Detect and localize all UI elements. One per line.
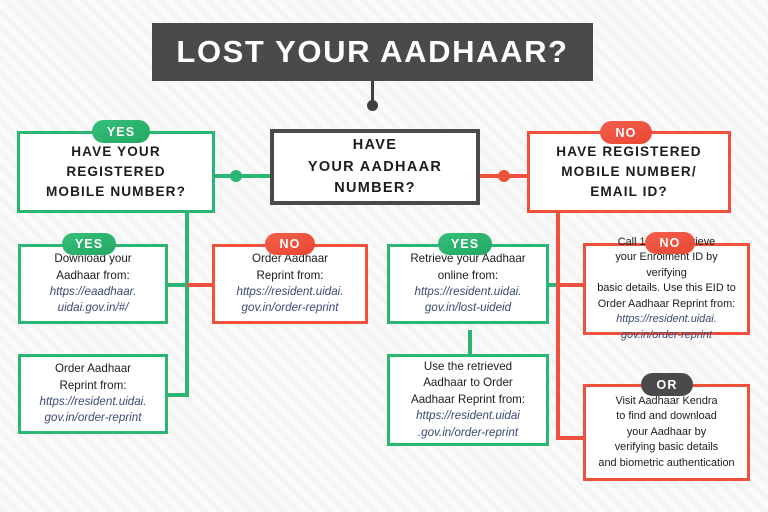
badge-left-no-label: NO [279,237,301,251]
node-mid-use-retrieved[interactable]: Use the retrieved Aadhaar to Order Aadha… [387,354,549,446]
node-right-branch-line2: MOBILE NUMBER/ [561,164,697,180]
connector-right-to-nobox [556,283,584,287]
node-root-line3: NUMBER? [334,179,416,196]
badge-left-yes: YES [62,233,116,255]
node-right-branch-line3: EMAIL ID? [590,183,668,199]
connector-title-stem [371,81,374,104]
node-right-visit-kendra[interactable]: Visit Aadhaar Kendra to find and downloa… [583,384,750,481]
node-right-or-line5: and biometric authentication [598,456,735,469]
node-mid-retrieve-line1: Retrieve your Aadhaar [410,252,526,266]
connector-root-right-dot [498,170,510,182]
badge-right-or: OR [641,373,693,396]
badge-right-branch-no: NO [600,121,652,144]
node-root-question[interactable]: HAVE YOUR AADHAAR NUMBER? [270,129,480,205]
node-left-order-url-line2[interactable]: gov.in/order-reprint [44,411,142,425]
node-mid-use-url-line1[interactable]: https://resident.uidai [416,409,520,423]
connector-left-to-orderbox [166,393,189,397]
node-left-no-url-line2[interactable]: gov.in/order-reprint [241,301,339,315]
node-right-or-line4: verifying basic details [614,441,719,454]
connector-right-trunk-vert [556,212,560,440]
node-right-no-url-line1[interactable]: https://resident.uidai. [616,313,717,326]
node-mid-use-line3: Aadhaar Reprint from: [410,392,526,406]
badge-mid-yes-label: YES [450,237,480,251]
node-right-or-line1: Visit Aadhaar Kendra [615,394,718,407]
badge-left-no: NO [265,233,315,255]
node-left-branch-line2: REGISTERED [66,164,166,180]
node-left-branch-line3: MOBILE NUMBER? [45,183,186,199]
node-left-order-line1: Order Aadhaar [54,362,132,376]
badge-right-or-label: OR [656,377,678,392]
node-left-no-order-reprint[interactable]: Order Aadhaar Reprint from: https://resi… [212,244,368,324]
node-mid-retrieve-url-line1[interactable]: https://resident.uidai. [414,285,522,298]
badge-left-branch-yes-label: YES [106,124,136,139]
node-left-order-line2: Reprint from: [59,378,127,392]
node-mid-use-line2: Aadhaar to Order [423,376,513,390]
badge-right-no: NO [645,232,695,254]
node-left-no-line1: Order Aadhaar [251,252,329,266]
node-right-call-1947[interactable]: Call 1947 to retrieve your Enrolment ID … [583,236,750,341]
page-title: LOST YOUR AADHAAR? [152,23,593,81]
connector-left-trunk-vert [185,212,189,397]
node-left-download-url-line2[interactable]: uidai.gov.in/#/ [57,301,129,315]
badge-mid-yes: YES [438,233,492,255]
node-mid-retrieve-online[interactable]: Retrieve your Aadhaar online from: https… [387,244,549,324]
node-right-no-line2: your Enrolment ID by verifying [615,251,718,279]
connector-left-to-nobox [187,283,212,287]
node-left-download-url-line1[interactable]: https://eaadhaar. [49,285,137,298]
connector-root-left-dot [230,170,242,182]
node-left-branch-question[interactable]: HAVE YOUR REGISTERED MOBILE NUMBER? [17,131,215,213]
node-left-download-line1: Download your [54,252,132,266]
node-left-no-url-line1[interactable]: https://resident.uidai. [236,285,344,298]
node-right-no-line4: Order Aadhaar Reprint from: [597,297,736,310]
node-right-or-line3: your Aadhaar by [626,425,707,438]
page-title-text: LOST YOUR AADHAAR? [176,34,569,69]
badge-left-yes-label: YES [74,237,104,251]
node-left-order-url-line1[interactable]: https://resident.uidai. [39,395,147,408]
node-mid-use-url-line2[interactable]: .gov.in/order-reprint [417,425,519,439]
node-right-no-line3: basic details. Use this EID to [597,282,736,295]
node-left-order-reprint[interactable]: Order Aadhaar Reprint from: https://resi… [18,354,168,434]
node-right-or-line2: to find and download [616,410,717,423]
node-left-download[interactable]: Download your Aadhaar from: https://eaad… [18,244,168,324]
badge-right-no-label: NO [659,236,681,250]
node-mid-use-line1: Use the retrieved [423,359,513,373]
node-left-branch-line1: HAVE YOUR [71,144,161,160]
connector-mid-yes-down [468,330,472,354]
node-root-line2: YOUR AADHAAR [307,158,443,175]
badge-left-branch-yes: YES [92,120,150,143]
node-mid-retrieve-line2: online from: [437,268,499,282]
node-mid-retrieve-url-line2[interactable]: gov.in/lost-uideid [424,301,512,315]
node-left-no-line2: Reprint from: [256,268,324,282]
connector-right-to-orbox [556,436,584,440]
node-right-branch-line1: HAVE REGISTERED [556,144,702,160]
connector-title-dot [367,100,378,111]
badge-right-branch-no-label: NO [615,125,637,140]
node-right-no-url-line2[interactable]: gov.in/order-reprint [620,328,712,341]
connector-left-to-yesbox [166,283,189,287]
node-left-download-line2: Aadhaar from: [56,268,130,282]
node-root-line1: HAVE [352,137,398,154]
